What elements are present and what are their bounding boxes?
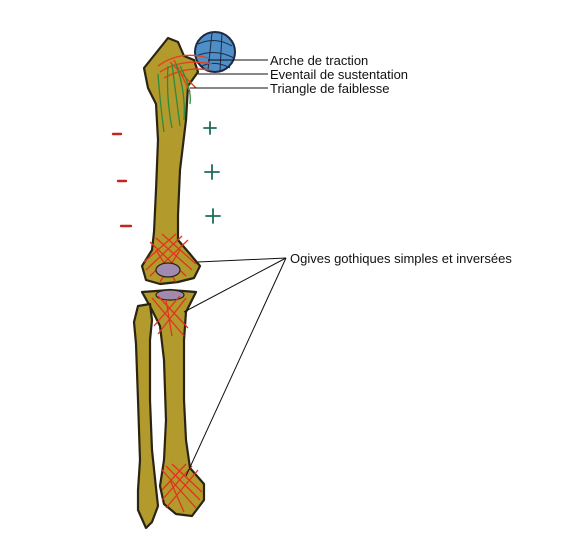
label-arche-de-traction: Arche de traction	[270, 53, 368, 68]
leader-ogives-tibia-proximal	[183, 257, 287, 313]
leader-ogives-femur	[197, 257, 287, 263]
label-eventail-de-sustentation: Eventail de sustentation	[270, 67, 408, 82]
fibula-bone	[132, 302, 160, 530]
tension-signs	[111, 132, 133, 228]
tibial-plateau-notch	[155, 289, 185, 301]
femoral-head-trabeculae	[195, 32, 235, 72]
label-ogives-gothiques: Ogives gothiques simples et inversées	[290, 251, 512, 266]
leader-lines	[183, 59, 287, 477]
fibula	[132, 302, 160, 530]
tibia-proximal-ogives	[151, 295, 189, 337]
femur-shaft	[140, 36, 202, 286]
sustentation-fan-lines	[157, 63, 191, 133]
femur	[140, 31, 236, 286]
leader-ogives-tibia-distal	[185, 257, 287, 477]
label-triangle-de-faiblesse: Triangle de faiblesse	[270, 81, 389, 96]
tibia-bone	[140, 288, 206, 518]
compression-signs	[203, 121, 221, 224]
tibia	[140, 288, 206, 518]
femoral-condyle-notch	[155, 262, 181, 278]
tibia-distal-ogives	[161, 463, 203, 513]
